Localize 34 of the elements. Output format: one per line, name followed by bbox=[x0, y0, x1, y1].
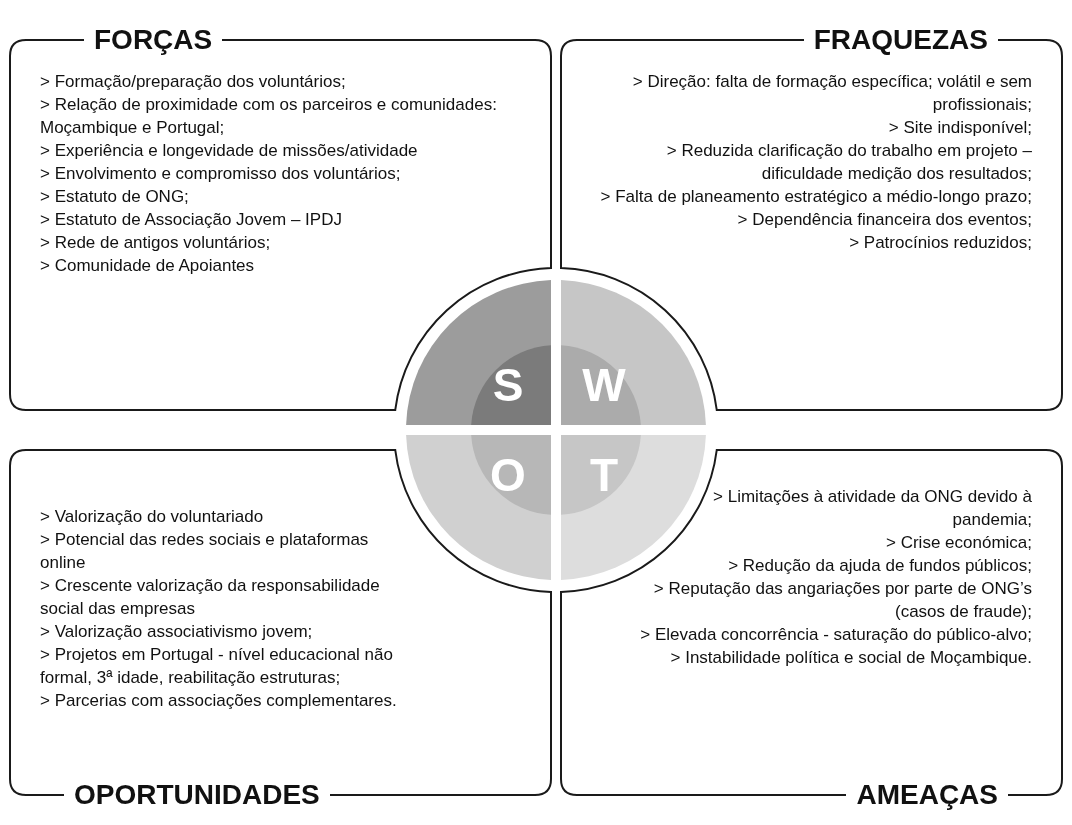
list-item: > Potencial das redes sociais e plataformas online bbox=[40, 529, 370, 574]
list-item: > Limitações à atividade da ONG devido à pandemia; bbox=[712, 486, 1032, 531]
list-item: > Dependência financeira dos eventos; bbox=[736, 209, 1032, 231]
list-item: > Crise económica; bbox=[885, 532, 1032, 554]
list-item: > Valorização do voluntariado bbox=[40, 506, 265, 528]
list-item: > Relação de proximidade com os parceiros e comunidades: Moçambique e Portugal; bbox=[40, 94, 498, 139]
list-item: > Reduzida clarificação do trabalho em projeto – dificuldade medição dos resultados; bbox=[665, 140, 1032, 185]
list-item: > Parcerias com associações complementares. bbox=[40, 690, 398, 712]
list-item: > Elevada concorrência - saturação do público-alvo; bbox=[639, 624, 1032, 646]
list-item: > Reputação das angariações por parte de ONG’s (casos de fraude); bbox=[652, 578, 1032, 623]
list-item: > Crescente valorização da responsabilidade social das empresas bbox=[40, 575, 381, 620]
quadrant-letter: S bbox=[491, 360, 525, 410]
quadrant-letter: W bbox=[581, 360, 627, 410]
list-item: > Direção: falta de formação específica; volátil e sem profissionais; bbox=[631, 71, 1032, 116]
list-item: > Falta de planeamento estratégico a médio-longo prazo; bbox=[599, 186, 1032, 208]
box-heading: FRAQUEZAS bbox=[812, 23, 989, 57]
list-item: > Instabilidade política e social de Moçambique. bbox=[669, 647, 1032, 669]
list-item: > Estatuto de Associação Jovem – IPDJ bbox=[40, 209, 343, 231]
box-heading: FORÇAS bbox=[93, 23, 214, 57]
list-item: > Experiência e longevidade de missões/atividade bbox=[40, 140, 419, 162]
list-item: > Patrocínios reduzidos; bbox=[848, 232, 1032, 254]
list-item: > Site indisponível; bbox=[887, 117, 1032, 139]
list-item: > Projetos em Portugal - nível educacional não formal, 3ª idade, reabilitação estruturas; bbox=[40, 644, 394, 689]
list-item: > Envolvimento e compromisso dos voluntários; bbox=[40, 163, 402, 185]
list-item: > Redução da ajuda de fundos públicos; bbox=[727, 555, 1032, 577]
list-item: > Valorização associativismo jovem; bbox=[40, 621, 314, 643]
list-item: > Rede de antigos voluntários; bbox=[40, 232, 272, 254]
box-heading: AMEAÇAS bbox=[855, 778, 999, 812]
list-item: > Formação/preparação dos voluntários; bbox=[40, 71, 347, 93]
quadrant-letter: O bbox=[489, 450, 527, 500]
list-item: > Comunidade de Apoiantes bbox=[40, 255, 256, 277]
quadrant-letter: T bbox=[588, 450, 620, 500]
box-heading: OPORTUNIDADES bbox=[73, 778, 321, 812]
list-item: > Estatuto de ONG; bbox=[40, 186, 190, 208]
